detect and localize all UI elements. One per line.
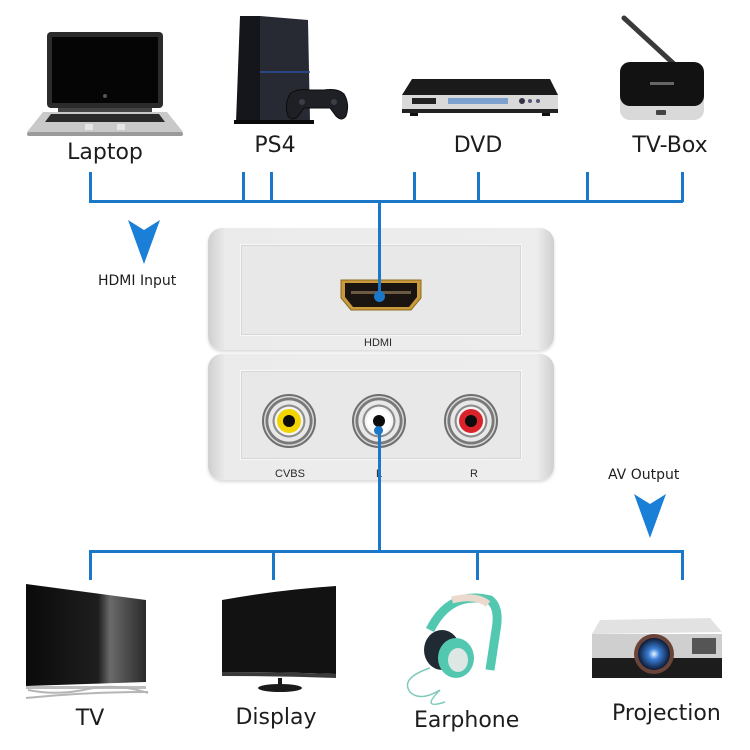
hdmi-cable-line [378,228,381,298]
av-output-label: AV Output [608,467,680,483]
dvd-player-icon [400,75,560,120]
projector-icon [590,612,725,690]
input-label-laptop: Laptop [67,140,143,165]
connector-laptop [89,172,92,202]
connector-ps4-line [270,172,273,202]
laptop-icon [25,30,185,140]
headphones-icon [390,588,510,708]
connector-dvd [413,172,416,202]
connector-dvd-line [477,172,480,202]
connector-tv-box-line [681,172,684,202]
game-console-icon [230,14,355,126]
hdmi-connection-dot [374,291,385,302]
connector-tv-box [586,172,589,202]
output-label-projection: Projection [612,701,721,726]
arrow-down-icon [128,218,160,264]
output-label-tv: TV [75,706,105,731]
connector-tv [89,550,92,580]
connector-projection [681,550,684,580]
rca-port-r [444,394,498,448]
input-label-dvd: DVD [453,133,503,158]
tv-icon [24,582,159,704]
rca-port-cvbs [262,394,316,448]
connector-earphone [476,550,479,580]
input-label-ps4: PS4 [254,133,296,158]
connector-display [272,550,275,580]
arrow-down-icon [634,492,666,538]
input-bus-line [89,200,683,203]
port-label-r: R [470,468,478,480]
output-label-earphone: Earphone [414,708,520,733]
input-label-tv-box: TV-Box [632,133,708,158]
tv-box-icon [612,14,712,126]
connector-ps4 [242,172,245,202]
hdmi-input-label: HDMI Input [98,273,177,289]
port-label-cvbs: CVBS [275,468,305,480]
monitor-icon [220,584,340,694]
hdmi-port-label: HDMI [364,337,393,349]
output-label-display: Display [235,705,317,730]
output-bus-line [89,550,683,553]
av-drop-line [378,430,381,552]
